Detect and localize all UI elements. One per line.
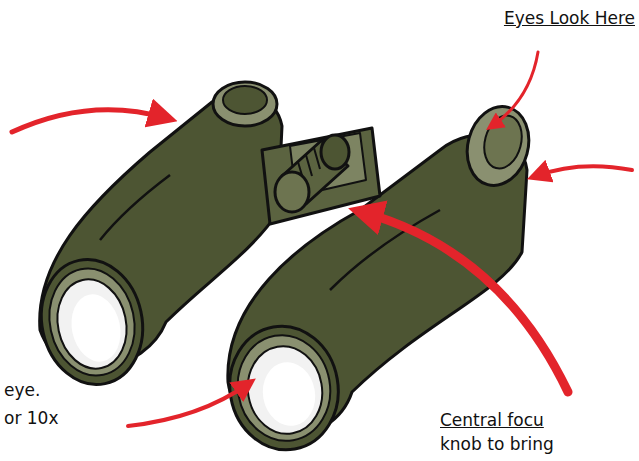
pointer-arrow (128, 384, 248, 426)
pointer-arrow (362, 212, 568, 392)
label-text: Eyes Look Here (504, 8, 635, 28)
pointer-arrow (12, 110, 166, 132)
label-text: Central focu (440, 410, 544, 430)
label-text: or 10x (4, 408, 59, 428)
label-text: eye. (4, 380, 40, 400)
label-text: knob to bring (440, 434, 554, 454)
pointer-arrow (536, 166, 632, 176)
pointer-arrows (12, 52, 632, 426)
pointer-arrow (492, 52, 538, 126)
binoculars (30, 82, 537, 458)
